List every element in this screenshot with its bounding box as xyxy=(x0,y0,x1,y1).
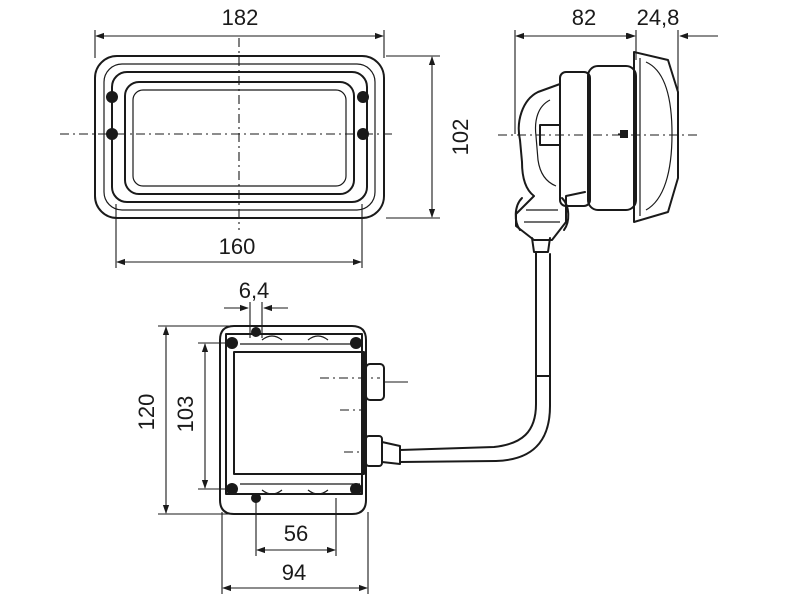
cable-bend-inner xyxy=(399,375,551,463)
box-cable-gland xyxy=(365,435,383,467)
box-flange-inner xyxy=(225,333,363,495)
cable-gland-tip xyxy=(531,237,551,253)
lamp-front-view xyxy=(60,38,395,230)
box-mounting-hole-icon xyxy=(226,483,238,495)
dimension-label-56: 56 xyxy=(284,521,308,546)
control-box-view xyxy=(219,325,408,515)
rear-cap-outline xyxy=(515,83,586,241)
dimension-label-94: 94 xyxy=(282,560,306,585)
box-cable-gland-nut xyxy=(381,441,401,465)
dimension-label-82: 82 xyxy=(572,5,596,30)
dimension-rim-depth: 24,8 xyxy=(600,5,718,92)
dimension-box-width: 94 xyxy=(221,512,369,594)
box-mounting-hole-icon xyxy=(226,337,238,349)
housing-body-step xyxy=(559,71,591,207)
mounting-screw-icon xyxy=(357,128,369,140)
box-flange-outline xyxy=(219,325,367,515)
box-bottom-slots xyxy=(261,489,329,495)
dimension-label-24-8: 24,8 xyxy=(637,5,680,30)
dimension-lens-width: 160 xyxy=(115,204,363,268)
dimension-lamp-width: 182 xyxy=(94,5,385,58)
housing-body xyxy=(587,65,637,211)
cable-vertical-run xyxy=(535,251,551,377)
front-rim xyxy=(633,51,679,223)
dimension-label-102: 102 xyxy=(448,119,473,156)
dimension-label-103: 103 xyxy=(173,396,198,433)
dimension-label-160: 160 xyxy=(219,234,256,259)
dimension-box-hole-spacing-horizontal: 56 xyxy=(255,498,337,556)
cable-gland xyxy=(514,197,570,231)
box-mounting-hole-icon xyxy=(251,327,261,337)
mounting-screw-icon xyxy=(106,91,118,103)
box-side-plug xyxy=(365,363,385,401)
box-mounting-hole-icon xyxy=(350,337,362,349)
dimension-lamp-depth: 82 xyxy=(514,5,637,134)
dimension-label-182: 182 xyxy=(222,5,259,30)
mounting-screw-icon xyxy=(357,91,369,103)
box-mounting-hole-icon xyxy=(350,483,362,495)
connecting-cable xyxy=(399,251,551,463)
cable-gland-rings xyxy=(524,209,560,223)
box-body xyxy=(233,351,365,475)
dimension-box-hole-spacing-vertical: 103 xyxy=(173,342,226,490)
dimension-label-6-4: 6,4 xyxy=(239,278,270,303)
rim-latch-mark xyxy=(620,130,628,138)
cable-bend-outer xyxy=(399,375,537,451)
dimension-lamp-height: 102 xyxy=(386,55,473,219)
rear-cap-inner xyxy=(534,99,557,187)
lamp-side-view xyxy=(498,51,700,253)
dimension-box-height: 120 xyxy=(134,325,232,515)
front-rim-inner xyxy=(645,61,673,211)
box-top-slots xyxy=(261,335,329,341)
dimension-hole-diameter: 6,4 xyxy=(224,278,288,338)
dimension-label-120: 120 xyxy=(134,394,159,431)
